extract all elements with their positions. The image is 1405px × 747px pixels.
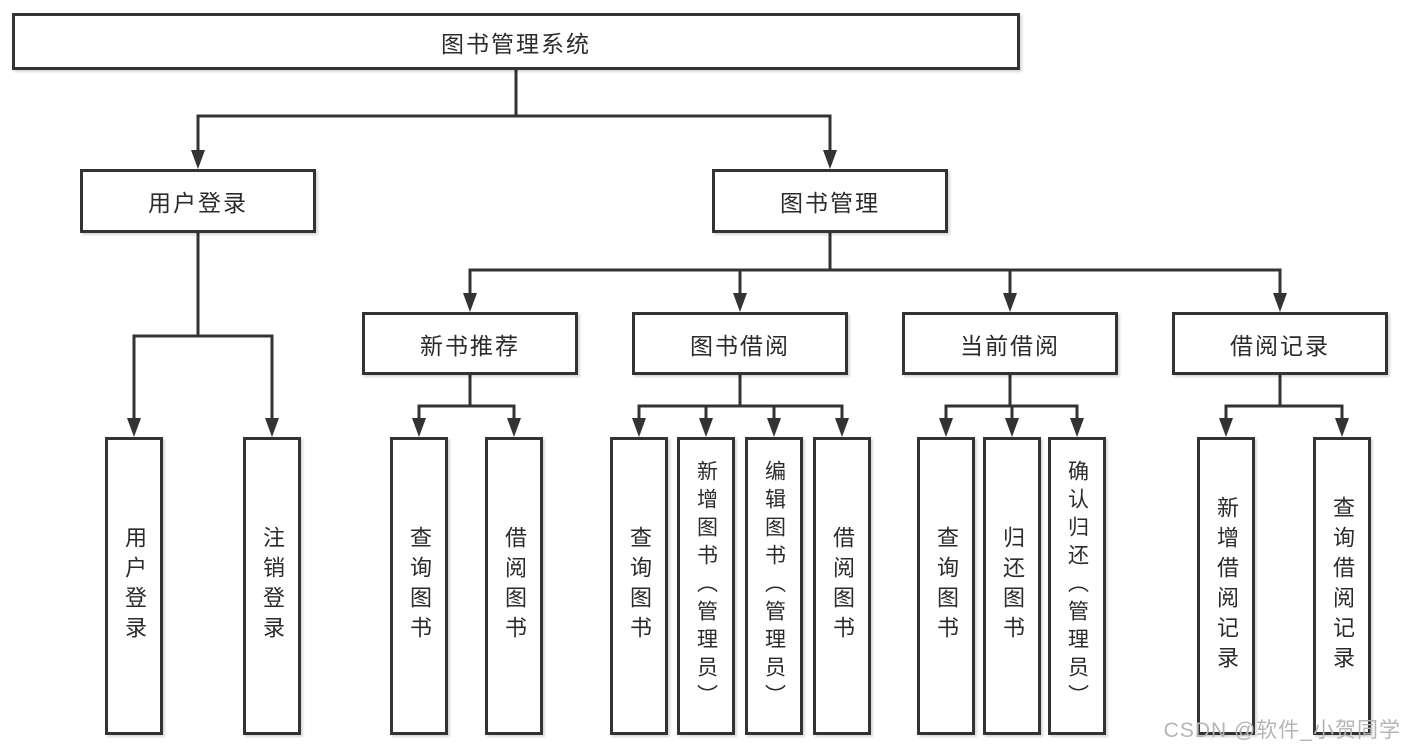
leaf-add-borrow-record: 新增借阅记录 <box>1197 437 1255 735</box>
leaf-label: 查询图书 <box>627 526 652 646</box>
node-label: 图书借阅 <box>690 332 790 359</box>
leaf-query-books: 查询图书 <box>390 437 448 735</box>
leaf-user-login: 用户登录 <box>105 437 163 735</box>
node-book-borrowing: 图书借阅 <box>632 312 848 375</box>
node-library-management-system: 图书管理系统 <box>12 13 1020 70</box>
leaf-label: 借阅图书 <box>830 526 855 646</box>
arrowheads <box>127 150 1349 437</box>
leaf-logout: 注销登录 <box>243 437 301 735</box>
node-label: 用户登录 <box>148 190 248 216</box>
node-label: 新书推荐 <box>420 332 520 359</box>
leaf-label: 新增图书（管理员） <box>694 460 718 712</box>
leaf-return-books: 归还图书 <box>983 437 1041 735</box>
node-user-login: 用户登录 <box>80 169 316 233</box>
node-book-management: 图书管理 <box>712 169 948 233</box>
leaf-label: 查询图书 <box>934 526 959 646</box>
node-new-book-recommendation: 新书推荐 <box>362 312 578 375</box>
leaf-query-borrow-record: 查询借阅记录 <box>1313 437 1371 735</box>
leaf-label: 用户登录 <box>122 526 147 646</box>
leaf-query-books: 查询图书 <box>610 437 668 735</box>
leaf-edit-books-admin: 编辑图书（管理员） <box>745 437 803 735</box>
leaf-borrow-books: 借阅图书 <box>485 437 543 735</box>
leaf-query-books: 查询图书 <box>917 437 975 735</box>
node-label: 图书管理 <box>780 190 880 216</box>
leaf-label: 编辑图书（管理员） <box>762 460 786 712</box>
leaf-label: 归还图书 <box>1000 526 1025 646</box>
leaf-add-books-admin: 新增图书（管理员） <box>677 437 735 735</box>
node-current-borrowing: 当前借阅 <box>902 312 1118 375</box>
node-label: 借阅记录 <box>1230 332 1330 359</box>
leaf-label: 确认归还（管理员） <box>1065 460 1089 712</box>
leaf-label: 新增借阅记录 <box>1214 496 1239 676</box>
leaf-label: 注销登录 <box>260 526 285 646</box>
csdn-watermark: CSDN @软件_小贺同学 <box>1163 719 1401 742</box>
leaf-label: 查询图书 <box>407 526 432 646</box>
node-label: 当前借阅 <box>960 332 1060 359</box>
leaf-label: 借阅图书 <box>502 526 527 646</box>
leaf-borrow-books: 借阅图书 <box>813 437 871 735</box>
leaf-label: 查询借阅记录 <box>1330 496 1355 676</box>
node-borrowing-records: 借阅记录 <box>1172 312 1388 375</box>
node-label: 图书管理系统 <box>441 30 591 57</box>
leaf-confirm-return-admin: 确认归还（管理员） <box>1048 437 1106 735</box>
